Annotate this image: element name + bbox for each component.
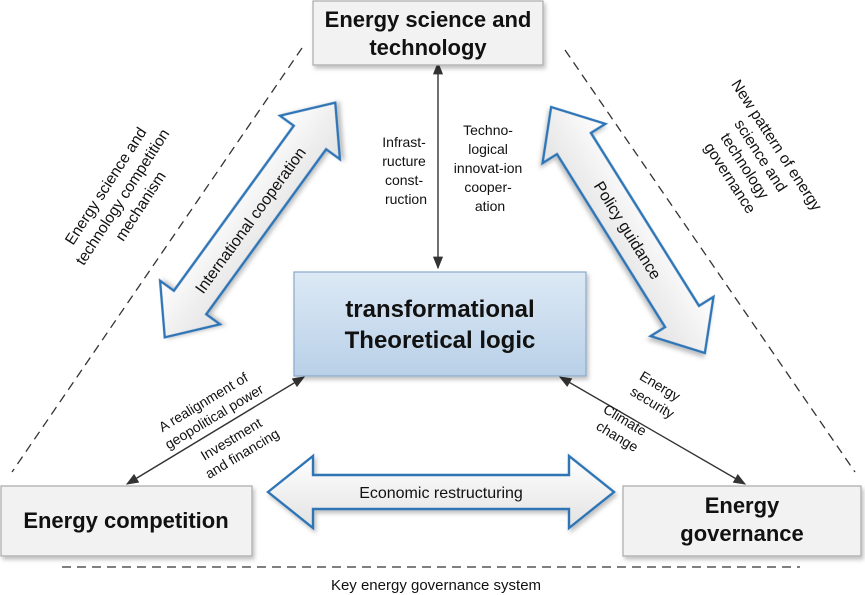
- node-theoretical-logic: transformational Theoretical logic: [293, 271, 587, 377]
- energy-security-label: Energy security: [628, 368, 687, 422]
- climate-change-label: Climate change: [591, 401, 653, 457]
- economic-restructuring-label: Economic restructuring: [359, 485, 523, 502]
- node-center-line1: transformational: [345, 296, 534, 323]
- competition-mechanism-label: Energy science and technology competitio…: [56, 112, 193, 280]
- node-left-label: Energy competition: [23, 508, 228, 533]
- node-energy-governance: Energy governance: [622, 485, 862, 557]
- node-energy-competition: Energy competition: [0, 485, 253, 557]
- economic-restructuring-arrow: Economic restructuring: [266, 453, 616, 531]
- international-cooperation-label: International cooperation: [193, 145, 310, 297]
- node-energy-science-technology: Energy science and technology: [312, 0, 544, 66]
- center-right-arrow: [558, 376, 747, 485]
- node-top-line1: Energy science and: [325, 7, 532, 32]
- bottom-caption: Key energy governance system: [331, 577, 541, 594]
- tech-innovation-label: Techno- logical innovat-ion cooper- atio…: [454, 122, 526, 214]
- governance-pattern-label: New pattern of energy science and techno…: [680, 77, 827, 249]
- node-right-line1: Energy: [705, 493, 780, 518]
- node-right-line2: governance: [680, 521, 804, 546]
- node-center-line2: Theoretical logic: [345, 327, 536, 354]
- right-dashed-edge: [564, 49, 856, 473]
- infrastructure-label: Infrast- ructure const- ruction: [382, 134, 429, 207]
- left-dashed-edge: [11, 47, 303, 473]
- node-top-line2: technology: [369, 35, 487, 60]
- center-left-arrow: [125, 376, 306, 485]
